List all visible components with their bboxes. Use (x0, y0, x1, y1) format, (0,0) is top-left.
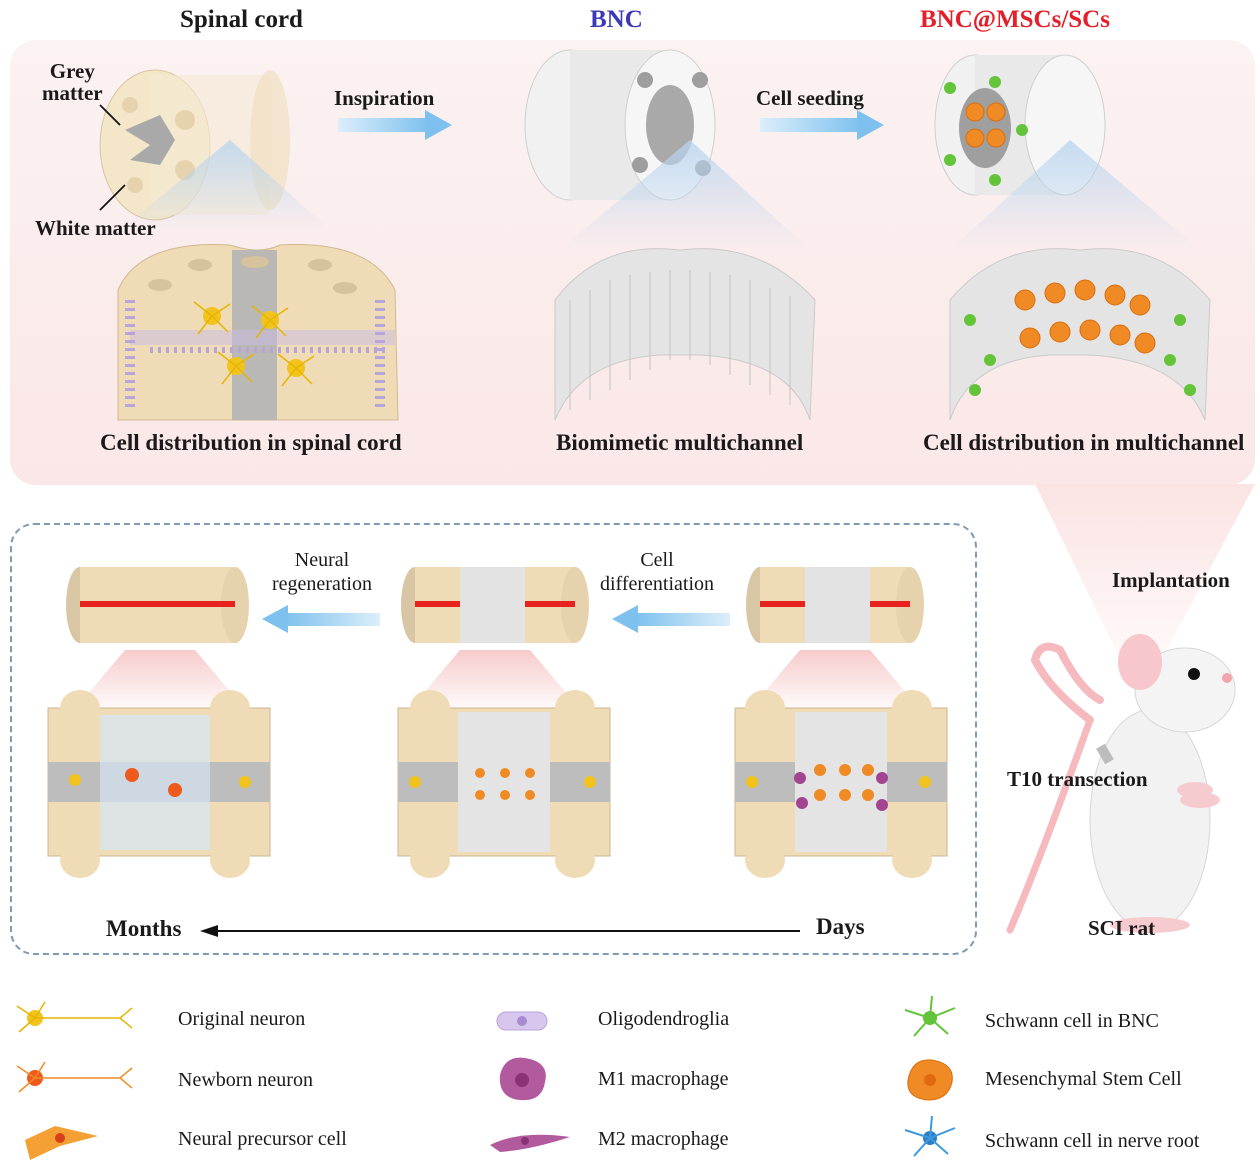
legend-msc: Mesenchymal Stem Cell (985, 1068, 1182, 1090)
stage-months-cylinder (66, 567, 249, 643)
sci-rat-label: SCI rat (1088, 916, 1156, 940)
legend-schwann-root: Schwann cell in nerve root (985, 1130, 1200, 1152)
section-middle (397, 690, 611, 878)
legend-newborn-neuron: Newborn neuron (178, 1069, 313, 1091)
m2-macrophage-icon (490, 1134, 570, 1152)
arrow-inspiration (338, 110, 452, 140)
legend-m2-macrophage: M2 macrophage (598, 1128, 729, 1150)
newborn-neuron-icon (16, 1061, 133, 1093)
original-neuron-icon (16, 1001, 133, 1033)
bnc-cells-illustration (934, 54, 1211, 421)
time-course-box (10, 523, 977, 955)
bnc-scaffold-illustration (524, 49, 816, 421)
bnc-cells-title: BNC@MSCs/SCs (920, 6, 1110, 33)
neural-precursor-icon (25, 1126, 98, 1160)
legend-neural-precursor: Neural precursor cell (178, 1128, 347, 1150)
section-days (734, 690, 948, 878)
m1-macrophage-icon (499, 1057, 546, 1101)
white-matter-label: White matter (35, 216, 156, 240)
cell-seeding-label: Cell seeding (756, 86, 864, 110)
months-label: Months (106, 916, 182, 941)
schwann-bnc-icon (904, 995, 956, 1037)
arrow-cell-differentiation (612, 605, 730, 633)
grey-matter-label: Grey matter (42, 59, 103, 105)
inspiration-label: Inspiration (334, 86, 435, 110)
stage-days-cylinder (746, 567, 924, 643)
bnc-caption: Biomimetic multichannel (556, 430, 804, 455)
legend-original-neuron: Original neuron (178, 1008, 306, 1030)
timeline-arrow (200, 925, 800, 937)
section-months (47, 690, 271, 878)
neural-regeneration-label: Neural regeneration (272, 549, 372, 595)
legend-schwann-bnc: Schwann cell in BNC (985, 1010, 1159, 1032)
cell-differentiation-label: Cell differentiation (600, 549, 715, 595)
days-label: Days (816, 914, 865, 939)
schwann-root-icon (904, 1115, 956, 1157)
legend-oligodendroglia: Oligodendroglia (598, 1008, 730, 1030)
spinal-cord-title: Spinal cord (180, 6, 303, 33)
rat-illustration (1006, 634, 1236, 934)
bnc-title: BNC (590, 6, 643, 33)
t10-transection-label: T10 transection (1007, 767, 1148, 791)
spinal-caption: Cell distribution in spinal cord (100, 430, 402, 455)
multichannel-caption: Cell distribution in multichannel (923, 430, 1245, 455)
arrow-neural-regeneration (262, 605, 380, 633)
arrow-seeding (760, 110, 884, 140)
spinal-cord-illustration (99, 69, 399, 421)
oligodendroglia-icon (496, 1011, 548, 1031)
stage-middle-cylinder (401, 567, 589, 643)
msc-icon (907, 1059, 953, 1101)
implantation-label: Implantation (1112, 568, 1230, 592)
legend-m1-macrophage: M1 macrophage (598, 1068, 729, 1090)
